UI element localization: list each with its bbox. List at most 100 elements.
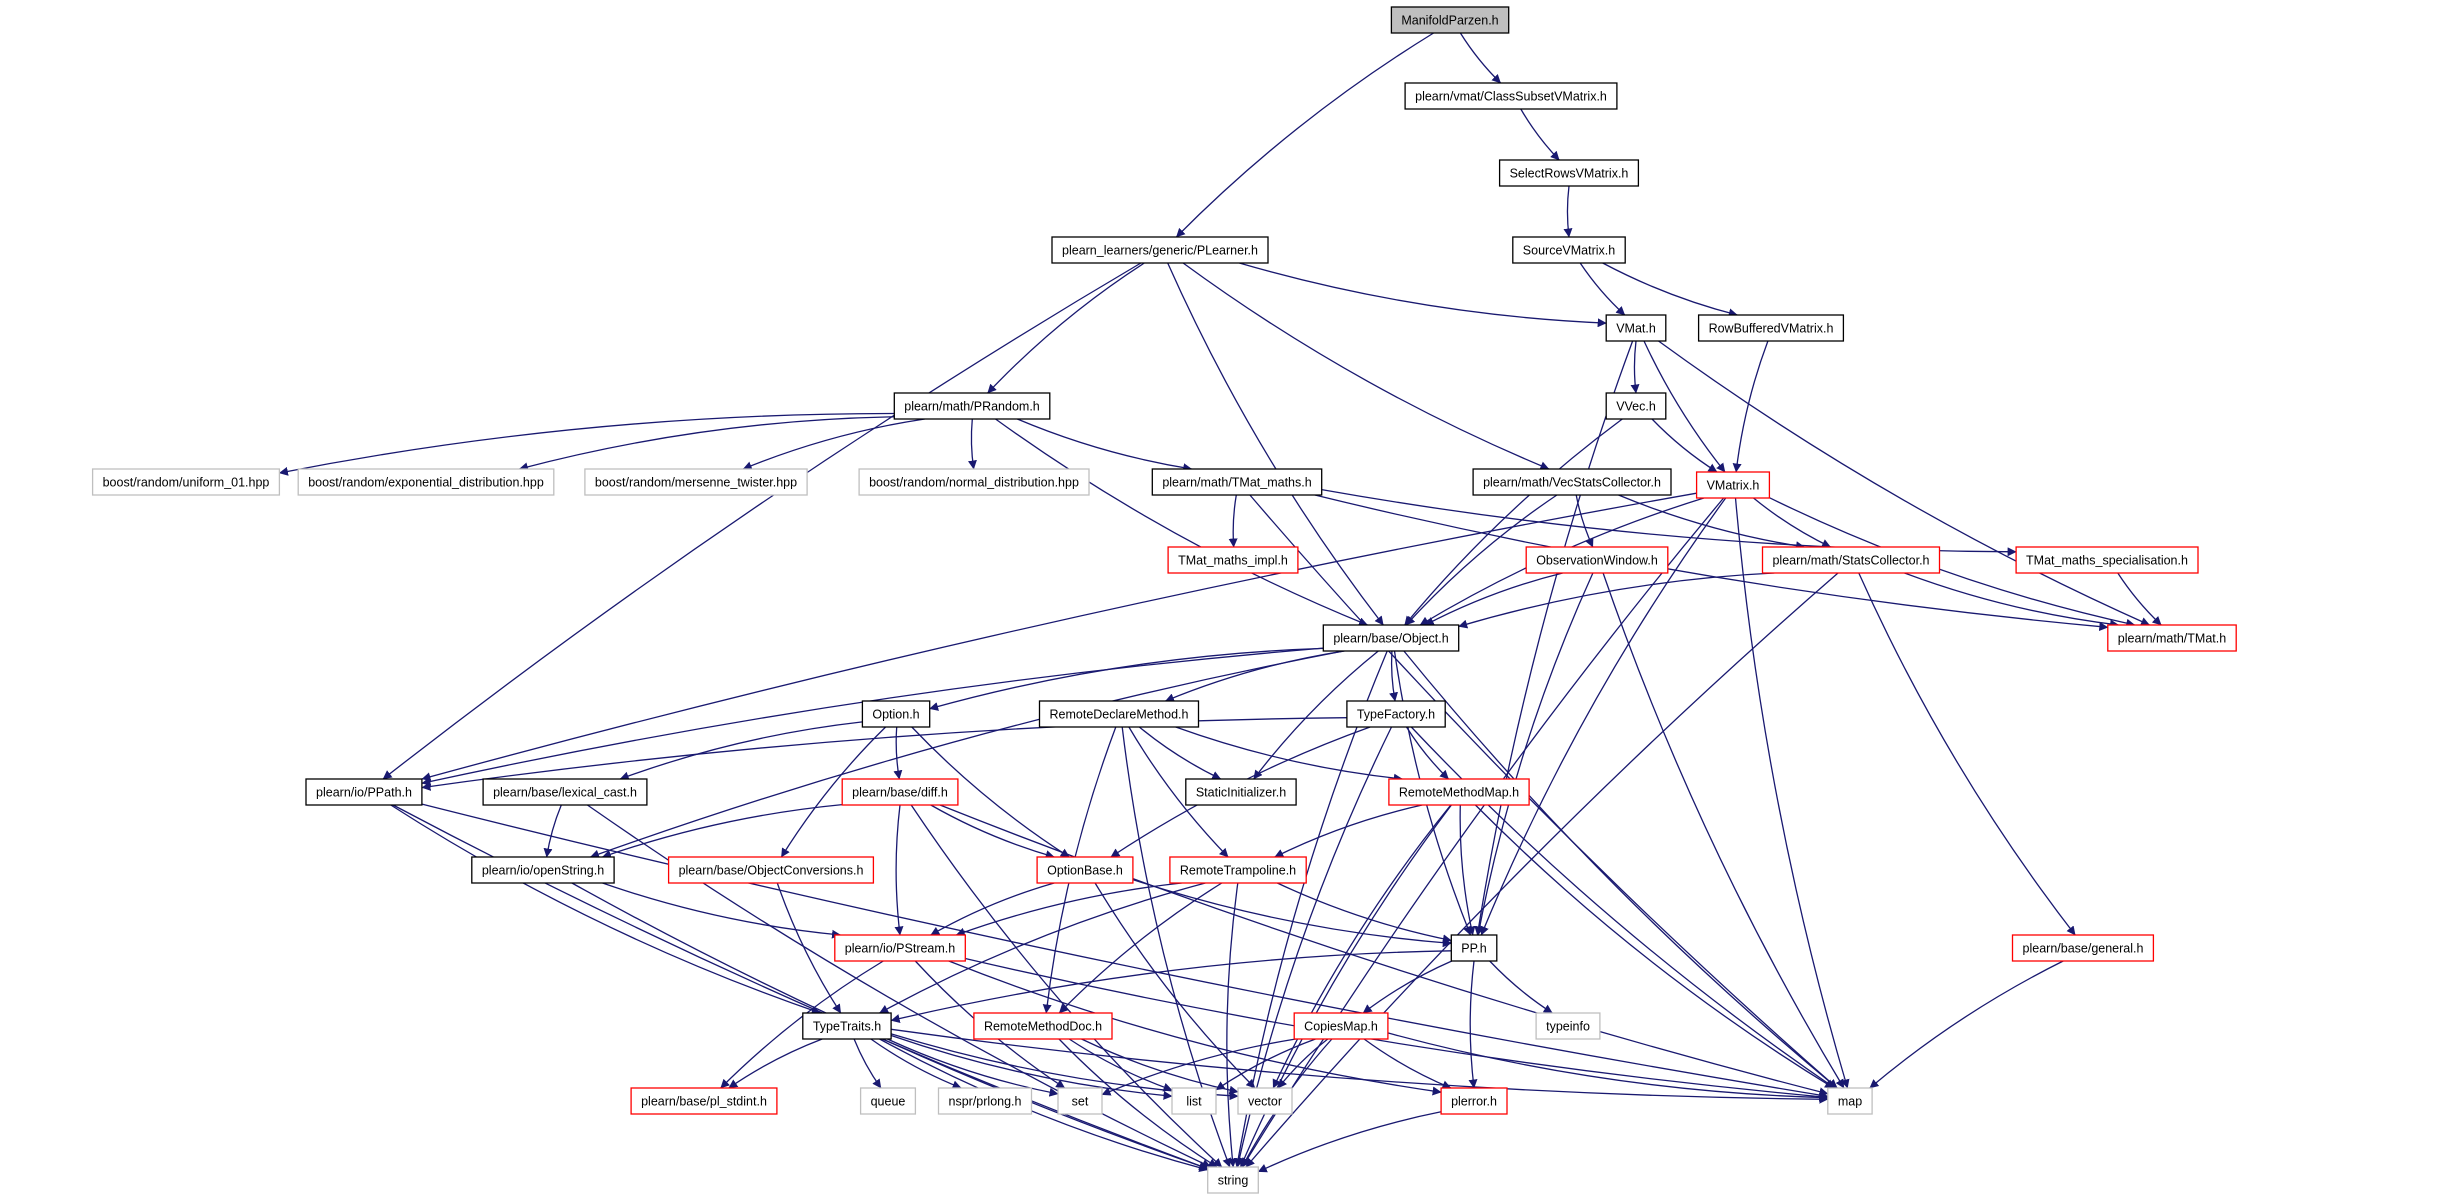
dependency-edge [1239,262,1607,328]
graph-node[interactable]: TypeTraits.h [802,1012,892,1040]
dependency-edge [1058,1038,1218,1168]
dependency-edge [1520,108,1560,161]
graph-node[interactable]: TMat_maths_specialisation.h [2015,546,2199,574]
dependency-edge [1253,650,1379,780]
graph-node-label: plearn/io/openString.h [482,864,604,878]
graph-node[interactable]: plearn/base/lexical_cast.h [482,778,648,806]
graph-node-box [858,468,1090,496]
graph-node[interactable]: VMatrix.h [1695,471,1771,499]
dependency-edge [1175,32,1434,238]
dependency-edge [1480,497,1727,936]
graph-node[interactable]: boost/random/exponential_distribution.hp… [297,468,555,496]
dependency-edge [1630,340,1640,394]
graph-node[interactable]: plearn/base/general.h [2011,934,2155,962]
dependency-edge [948,960,1442,1096]
dependency-edge [1182,262,1550,470]
graph-node[interactable]: RemoteDeclareMethod.h [1038,700,1200,728]
dependency-edge [965,957,1829,1102]
dependency-edge [720,960,884,1089]
graph-node[interactable]: TypeFactory.h [1346,700,1446,728]
graph-node[interactable]: nspr/prlong.h [937,1087,1033,1115]
graph-node-label: ManifoldParzen.h [1401,14,1498,28]
graph-node-label: queue [871,1095,906,1109]
dependency-edge [1602,572,1845,1089]
graph-node[interactable]: boost/random/mersenne_twister.hpp [584,468,808,496]
graph-node-label: TypeFactory.h [1357,708,1435,722]
graph-node-label: plearn/base/Object.h [1333,632,1448,646]
graph-node-label: RemoteMethodMap.h [1399,786,1519,800]
graph-node-box [1472,468,1672,496]
graph-node[interactable]: ManifoldParzen.h [1390,6,1510,34]
graph-node-label: string [1218,1174,1249,1188]
graph-node[interactable]: VVec.h [1605,392,1667,420]
graph-node[interactable]: plerror.h [1440,1087,1508,1115]
graph-node-box [1440,1087,1508,1115]
graph-node[interactable]: typeinfo [1535,1012,1601,1040]
dependency-edge [780,726,887,858]
graph-node[interactable]: OptionBase.h [1036,856,1134,884]
graph-node[interactable]: plearn/base/diff.h [841,778,959,806]
graph-node[interactable]: SelectRowsVMatrix.h [1498,159,1640,187]
graph-node-label: plearn/math/VecStatsCollector.h [1483,476,1661,490]
graph-node-box [2011,934,2155,962]
graph-node-box [667,856,875,884]
graph-node-label: ObservationWindow.h [1536,554,1658,568]
dependency-edge [776,882,842,1014]
graph-node[interactable]: queue [859,1087,917,1115]
graph-node[interactable]: Option.h [861,700,931,728]
graph-node-box [1390,6,1510,34]
dependency-edge [1732,340,1769,473]
graph-node[interactable]: boost/random/uniform_01.hpp [91,468,281,496]
graph-node[interactable]: CopiesMap.h [1293,1012,1389,1040]
dependency-edge [1362,960,1453,1014]
graph-node[interactable]: RemoteTrampoline.h [1169,856,1307,884]
graph-node[interactable]: plearn/io/PPath.h [305,778,423,806]
dependency-edge [1249,494,1838,1089]
graph-node[interactable]: plearn/vmat/ClassSubsetVMatrix.h [1404,82,1618,110]
graph-node[interactable]: VMat.h [1605,314,1667,342]
graph-node[interactable]: set [1057,1087,1103,1115]
dependency-edge [1389,650,1398,702]
dependency-edge [1175,726,1403,783]
graph-node-box [1512,236,1626,264]
graph-node-box [841,778,959,806]
dependency-edge [890,1034,1173,1100]
graph-node-box [1171,1087,1217,1115]
graph-node-label: OptionBase.h [1047,864,1123,878]
graph-node-label: plearn/math/PRandom.h [904,400,1040,414]
dependency-edge [1658,340,2150,626]
graph-node[interactable]: SourceVMatrix.h [1512,236,1626,264]
graph-node[interactable]: string [1207,1166,1259,1194]
graph-node[interactable]: RowBufferedVMatrix.h [1697,314,1845,342]
graph-node[interactable]: plearn/math/VecStatsCollector.h [1472,468,1672,496]
graph-node[interactable]: RemoteMethodMap.h [1388,778,1530,806]
graph-node[interactable]: ObservationWindow.h [1525,546,1669,574]
graph-node[interactable]: plearn/base/pl_stdint.h [630,1087,778,1115]
graph-node-label: VMatrix.h [1707,479,1760,493]
dependency-edge [911,726,1070,858]
graph-node[interactable]: RemoteMethodDoc.h [973,1012,1113,1040]
dependency-edge [390,804,821,1015]
graph-node[interactable]: plearn/math/TMat.h [2107,624,2237,652]
graph-node-label: boost/random/exponential_distribution.hp… [308,476,544,490]
graph-node[interactable]: StaticInitializer.h [1185,778,1297,806]
graph-node[interactable]: plearn/base/Object.h [1322,624,1460,652]
graph-node[interactable]: list [1171,1087,1217,1115]
graph-node[interactable]: plearn_learners/generic/PLearner.h [1051,236,1269,264]
dependency-edge [870,1038,962,1090]
graph-node[interactable]: plearn/math/PRandom.h [893,392,1051,420]
graph-node[interactable]: plearn/io/openString.h [471,856,615,884]
graph-node[interactable]: plearn/base/ObjectConversions.h [667,856,875,884]
graph-node[interactable]: plearn/math/StatsCollector.h [1761,546,1941,574]
graph-node-box [1322,624,1460,652]
graph-node[interactable]: plearn/io/PStream.h [834,934,966,962]
graph-node[interactable]: map [1827,1087,1873,1115]
graph-node[interactable]: TMat_maths_impl.h [1167,546,1299,574]
graph-node[interactable]: plearn/math/TMat_maths.h [1151,468,1323,496]
graph-node-box [1237,1087,1293,1115]
graph-node-label: plearn/math/TMat_maths.h [1162,476,1311,490]
graph-node[interactable]: PP.h [1450,934,1498,962]
graph-node-box [1697,314,1845,342]
graph-node[interactable]: vector [1237,1087,1293,1115]
graph-node[interactable]: boost/random/normal_distribution.hpp [858,468,1090,496]
